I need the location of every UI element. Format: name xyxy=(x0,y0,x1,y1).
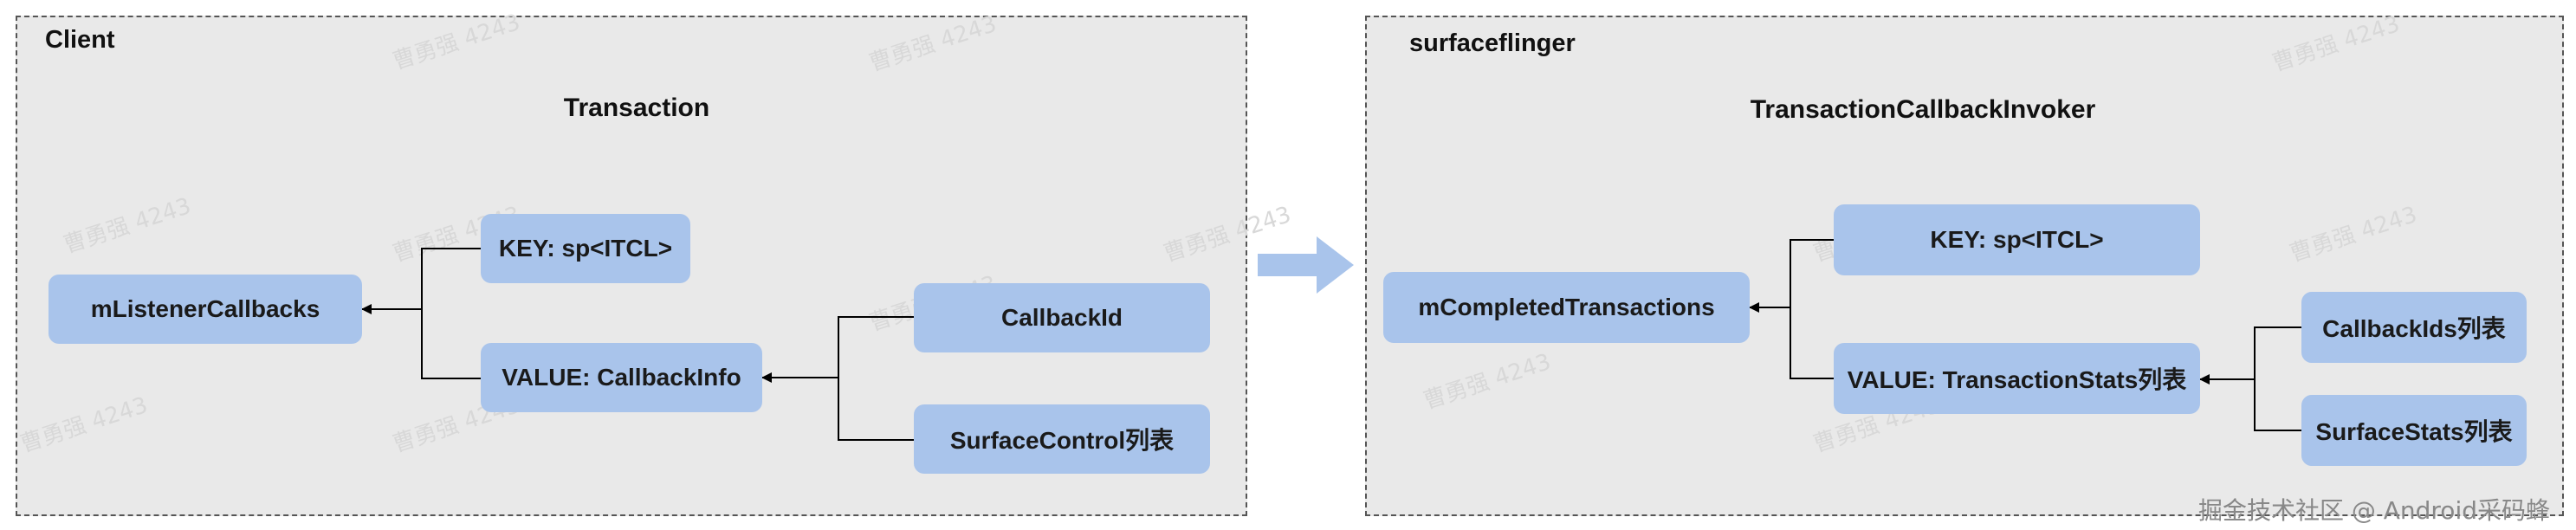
transaction-callback-invoker-heading: TransactionCallbackInvoker xyxy=(1750,95,2096,124)
client-panel-title: Client xyxy=(45,26,115,54)
key-node: KEY: sp<ITCL> xyxy=(1834,204,2200,275)
value-node: VALUE: TransactionStats列表 xyxy=(1834,343,2200,414)
surfacecontrol-list-node: SurfaceControl列表 xyxy=(914,404,1210,474)
callbackid-node: CallbackId xyxy=(914,283,1210,352)
mlistenercallbacks-node: mListenerCallbacks xyxy=(49,275,362,344)
value-node: VALUE: CallbackInfo xyxy=(481,343,762,412)
footer-credit: 掘金技术社区 @ Android采码蜂 xyxy=(2197,496,2550,525)
key-node: KEY: sp<ITCL> xyxy=(481,214,690,283)
flow-arrow-icon xyxy=(1258,236,1354,294)
surfaceflinger-panel-title: surfaceflinger xyxy=(1409,29,1576,57)
mcompletedtransactions-node: mCompletedTransactions xyxy=(1383,272,1750,343)
transaction-heading: Transaction xyxy=(563,94,710,122)
surfacestats-list-node: SurfaceStats列表 xyxy=(2301,395,2527,466)
callbackids-list-node: CallbackIds列表 xyxy=(2301,292,2527,363)
